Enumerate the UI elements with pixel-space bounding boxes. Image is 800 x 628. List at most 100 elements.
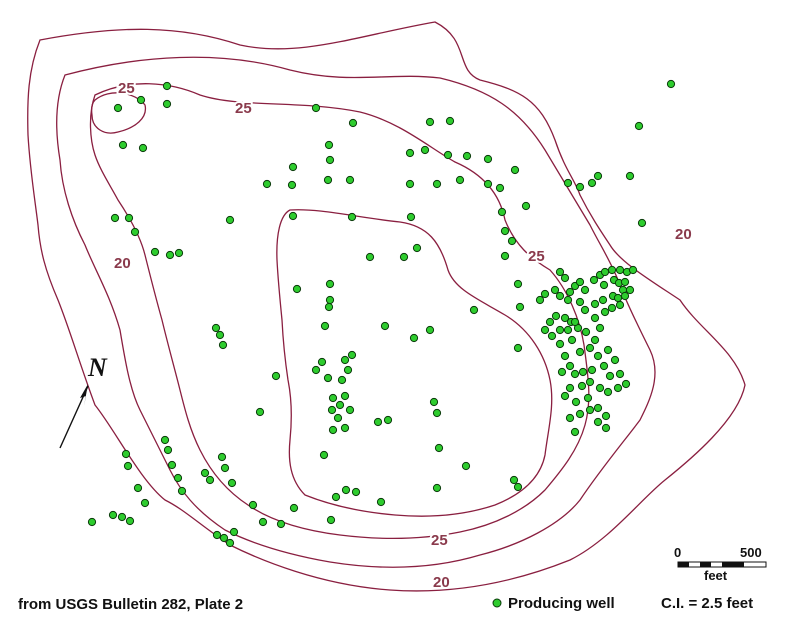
well-point [593,171,603,181]
well-point [248,500,258,510]
well-point [406,212,416,222]
well-point [555,325,565,335]
well-point [333,413,343,423]
well-point [565,413,575,423]
well-point [599,361,609,371]
well-point [113,103,123,113]
well-point [205,475,215,485]
well-point [445,116,455,126]
contour-inner-25 [89,83,590,540]
well-point [563,325,573,335]
well-point [323,175,333,185]
north-arrow-head-icon [80,384,88,406]
well-point [615,300,625,310]
well-point [271,371,281,381]
well-point [211,323,221,333]
well-point [497,207,507,217]
well-point [165,250,175,260]
well-point [380,321,390,331]
well-point [130,227,140,237]
well-point [600,267,610,277]
well-point [133,483,143,493]
well-point [565,287,575,297]
well-point [590,313,600,323]
well-point [601,423,611,433]
well-point [625,285,635,295]
well-point [603,387,613,397]
well-point [600,307,610,317]
well-point [324,302,334,312]
well-point [140,498,150,508]
contour-interval-text: C.I. = 2.5 feet [661,595,753,612]
well-point [607,265,617,275]
scale-seg-3 [722,562,744,567]
contour-label-25-right: 25 [528,248,545,265]
well-point [110,213,120,223]
well-point [325,279,335,289]
well-point [217,452,227,462]
scale-bar: 0 500 feet [674,545,767,583]
well-point [560,351,570,361]
well-point [560,273,570,283]
well-point [607,303,617,313]
well-point [320,321,330,331]
contour-outer-20 [27,21,746,592]
well-point [177,486,187,496]
well-point [500,226,510,236]
scale-seg-2 [700,562,711,567]
well-point [432,483,442,493]
well-point [590,299,600,309]
well-point [580,305,590,315]
well-point [540,325,550,335]
well-point [583,393,593,403]
well-point [637,218,647,228]
well-point [136,95,146,105]
well-point [420,145,430,155]
well-point [405,179,415,189]
well-point [555,291,565,301]
producing-wells [87,79,676,548]
well-point [620,291,630,301]
well-point [288,211,298,221]
well-point [340,391,350,401]
well-point [455,175,465,185]
well-point [581,327,591,337]
well-point [328,425,338,435]
well-point [325,155,335,165]
well-point [589,275,599,285]
contour-label-20-left: 20 [114,255,131,272]
well-point [150,247,160,257]
well-point [593,417,603,427]
well-point [125,516,135,526]
well-point [326,515,336,525]
well-point [601,411,611,421]
scale-unit-label: feet [704,568,728,583]
well-point [258,517,268,527]
well-point [365,252,375,262]
well-point [634,121,644,131]
legend-label: Producing well [508,595,615,612]
well-point [174,248,184,258]
well-point [425,117,435,127]
well-point [575,182,585,192]
well-point [510,165,520,175]
well-point [565,383,575,393]
well-point [376,497,386,507]
well-point [483,179,493,189]
well-point [229,527,239,537]
well-point [575,347,585,357]
well-point [255,407,265,417]
well-point [200,468,210,478]
well-point [429,397,439,407]
well-point [319,450,329,460]
well-point [615,265,625,275]
contour-label-20-right: 20 [675,226,692,243]
well-point [628,265,638,275]
well-point [513,482,523,492]
contour-hook-25 [90,92,147,134]
well-point [220,463,230,473]
well-point [399,252,409,262]
well-point [615,369,625,379]
well-point [108,510,118,520]
